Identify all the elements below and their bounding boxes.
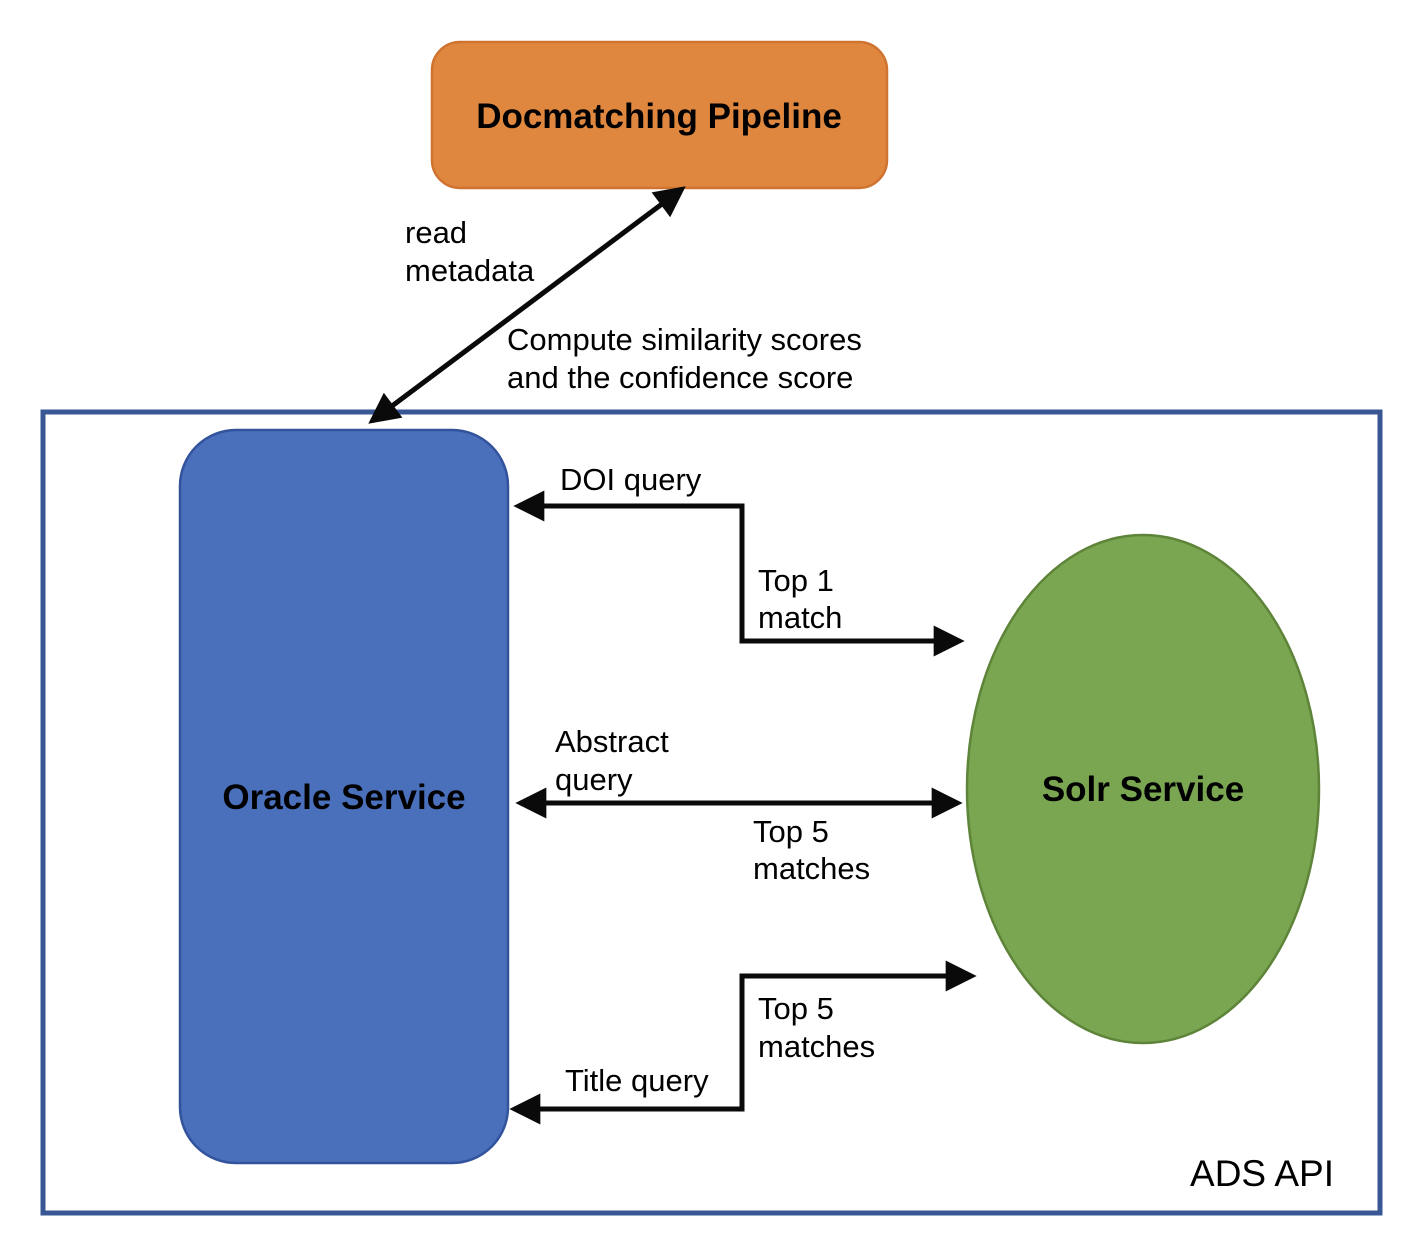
- compute-scores-label-line1: Compute similarity scores: [507, 322, 862, 357]
- title-query-top5-arrow: [509, 960, 977, 1125]
- doi-query-label: DOI query: [560, 462, 702, 497]
- compute-scores-label-line2: and the confidence score: [507, 360, 853, 395]
- solr-service-label: Solr Service: [1042, 770, 1244, 809]
- solr-service-node: [965, 533, 1321, 1045]
- title-query-label: Title query: [565, 1063, 709, 1098]
- top1-match-label-line2: match: [758, 600, 842, 635]
- read-metadata-label-line1: read: [405, 215, 467, 250]
- pipeline-oracle-arrow: [368, 186, 686, 424]
- oracle-service-node: [178, 428, 510, 1165]
- top5-matches-bottom-label-line1: Top 5: [758, 991, 834, 1026]
- top5-matches-mid-label-line1: Top 5: [753, 814, 829, 849]
- ads-api-label: ADS API: [1190, 1153, 1334, 1194]
- docmatching-pipeline-label: Docmatching Pipeline: [476, 97, 842, 136]
- top5-matches-bottom-label-line2: matches: [758, 1029, 875, 1064]
- doi-query-top1-arrow: [513, 490, 965, 657]
- top1-match-label-line1: Top 1: [758, 563, 834, 598]
- oracle-service-label: Oracle Service: [222, 778, 465, 817]
- abstract-query-label-line1: Abstract: [555, 724, 669, 759]
- read-metadata-label-line2: metadata: [405, 253, 535, 288]
- abstract-query-label-line2: query: [555, 762, 633, 797]
- top5-matches-mid-label-line2: matches: [753, 851, 870, 886]
